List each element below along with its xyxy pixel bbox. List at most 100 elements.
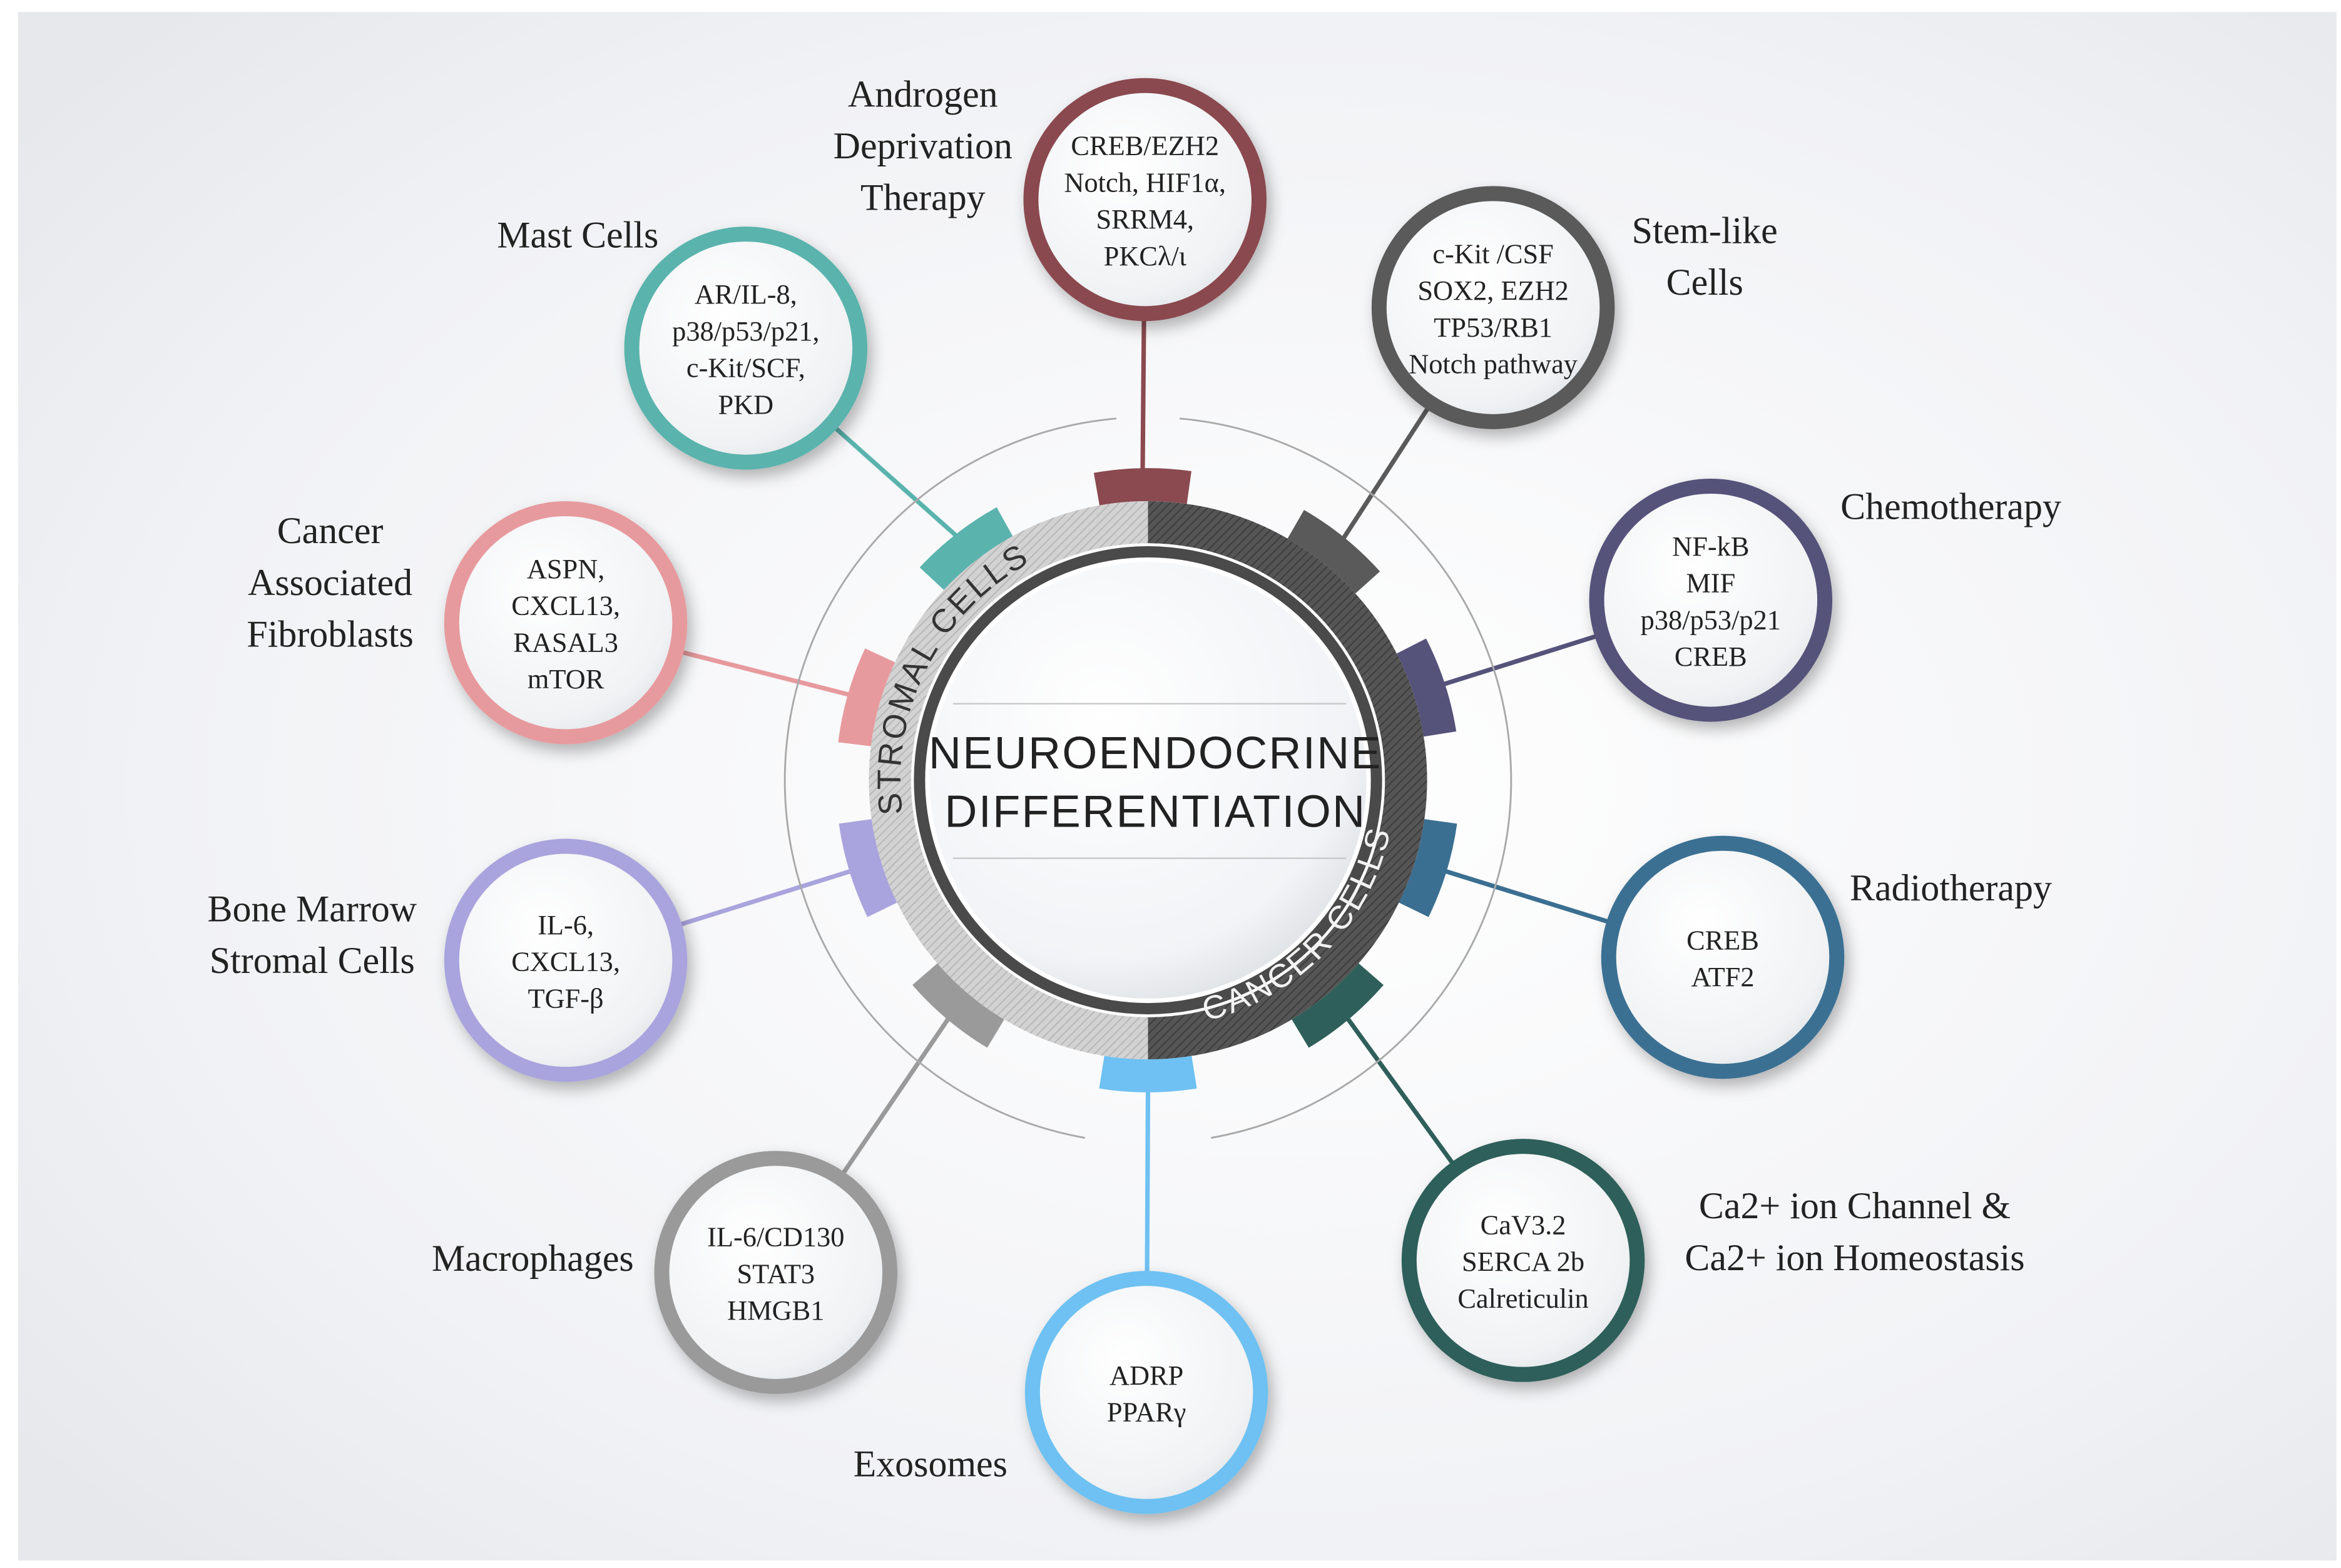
radio-label-line: Radiotherapy: [1850, 867, 2052, 909]
androgen-item: SRRM4,: [1096, 203, 1194, 235]
stem-node-body: [1386, 201, 1600, 414]
macrophages-ring-tab: [912, 963, 1004, 1048]
exosomes-node: ADRP PPARγ: [1024, 1271, 1268, 1514]
chemo-connector-line: [1439, 629, 1610, 688]
stem-item: Notch pathway: [1409, 349, 1578, 380]
stem-ring-tab: [1287, 510, 1380, 594]
bone-label-line: Stromal Cells: [210, 940, 415, 981]
bone-item: IL-6,: [538, 909, 594, 940]
caf-label-line: Associated: [248, 562, 412, 603]
ca-item: SERCA 2b: [1462, 1246, 1584, 1277]
radio-ring-tab: [1399, 819, 1457, 917]
exosomes-item: PPARγ: [1107, 1397, 1186, 1428]
bone-node-body: [459, 853, 673, 1067]
stem-item: SOX2, EZH2: [1417, 275, 1569, 306]
connector-lines: [666, 306, 1622, 1286]
chemo-ring-tab: [1396, 638, 1457, 737]
caf-node-body: [459, 516, 673, 730]
exosomes-item: ADRP: [1109, 1360, 1183, 1391]
stem-label-line: Cells: [1666, 262, 1743, 303]
mast-node-body: [639, 242, 853, 455]
caf-item: RASAL3: [513, 626, 618, 658]
androgen-label-line: Androgen: [848, 73, 998, 115]
caf-ring-tab: [838, 648, 895, 746]
mast-label-line: Mast Cells: [497, 215, 658, 256]
exosomes-node-body: [1039, 1286, 1253, 1499]
bone-label-line: Bone Marrow: [208, 888, 417, 929]
macrophages-node-body: [669, 1166, 883, 1379]
stromal-cells-band: [869, 501, 1148, 1060]
androgen-label-line: Deprivation: [834, 125, 1012, 166]
center-title-line1: NEUROENDOCRINE: [929, 728, 1382, 778]
mast-ring-tab: [919, 507, 1013, 590]
macrophages-item: IL-6/CD130: [707, 1221, 844, 1253]
bone-node: IL-6, CXCL13, TGF-β: [444, 838, 688, 1082]
radio-node-body: [1616, 850, 1830, 1064]
caf-connector-line: [668, 646, 853, 698]
mast-item: PKD: [718, 389, 773, 420]
radio-node: CREB ATF2: [1601, 835, 1845, 1079]
stem-label-line: Stem-like: [1632, 210, 1778, 251]
androgen-label-line: Therapy: [860, 177, 986, 218]
macrophages-connector-line: [834, 1014, 952, 1186]
ca-item: CaV3.2: [1481, 1209, 1566, 1240]
cancer-cells-band: [1148, 501, 1427, 1060]
mast-item: p38/p53/p21,: [672, 315, 819, 347]
ca-node-body: [1416, 1154, 1630, 1367]
androgen-item: Notch, HIF1α,: [1064, 166, 1226, 198]
ca-label: Ca2+ ion Channel & Ca2+ ion Homeostasis: [1685, 1185, 2024, 1278]
macrophages-item: HMGB1: [727, 1295, 824, 1326]
chemo-item: CREB: [1675, 641, 1747, 672]
androgen-ring-tab: [1093, 468, 1191, 506]
ca-label-line: Ca2+ ion Channel &: [1699, 1185, 2011, 1226]
bone-connector-line: [666, 868, 855, 931]
androgen-item: CREB/EZH2: [1071, 130, 1219, 161]
caf-label-line: Cancer: [277, 510, 384, 551]
caf-item: mTOR: [528, 663, 604, 695]
macrophages-item: STAT3: [737, 1258, 815, 1289]
mast-item: AR/IL-8,: [695, 278, 797, 310]
radio-item: ATF2: [1691, 961, 1754, 992]
chemo-item: p38/p53/p21: [1641, 604, 1781, 635]
androgen-item: PKCλ/ι: [1104, 240, 1186, 272]
bone-item: CXCL13,: [511, 946, 620, 977]
bone-ring-tab: [839, 819, 897, 917]
exosomes-label-line: Exosomes: [854, 1443, 1007, 1485]
caf-item: ASPN,: [527, 553, 605, 584]
ca-connector-line: [1344, 1014, 1462, 1176]
androgen-node-body: [1038, 93, 1252, 307]
radio-label: Radiotherapy: [1850, 867, 2052, 909]
chemo-label-line: Chemotherapy: [1840, 486, 2061, 527]
stem-item: c-Kit /CSF: [1432, 238, 1554, 269]
cancer-guide-arc: [1179, 417, 1512, 1139]
chemo-item: MIF: [1686, 568, 1735, 599]
bone-item: TGF-β: [528, 982, 603, 1014]
ca-label-line: Ca2+ ion Homeostasis: [1685, 1237, 2024, 1278]
mast-node: AR/IL-8, p38/p53/p21, c-Kit/SCF, PKD: [624, 227, 868, 470]
exosomes-ring-tab: [1099, 1056, 1197, 1092]
chemo-label: Chemotherapy: [1840, 486, 2061, 527]
macrophages-label: Macrophages: [432, 1238, 634, 1279]
exosomes-label: Exosomes: [854, 1443, 1007, 1485]
androgen-connector-line: [1140, 306, 1146, 473]
radio-item: CREB: [1686, 924, 1759, 955]
macrophages-label-line: Macrophages: [432, 1238, 634, 1279]
radio-connector-line: [1441, 868, 1622, 928]
mast-label: Mast Cells: [497, 215, 658, 256]
mast-item: c-Kit/SCF,: [686, 352, 805, 384]
stem-connector-line: [1339, 395, 1437, 542]
